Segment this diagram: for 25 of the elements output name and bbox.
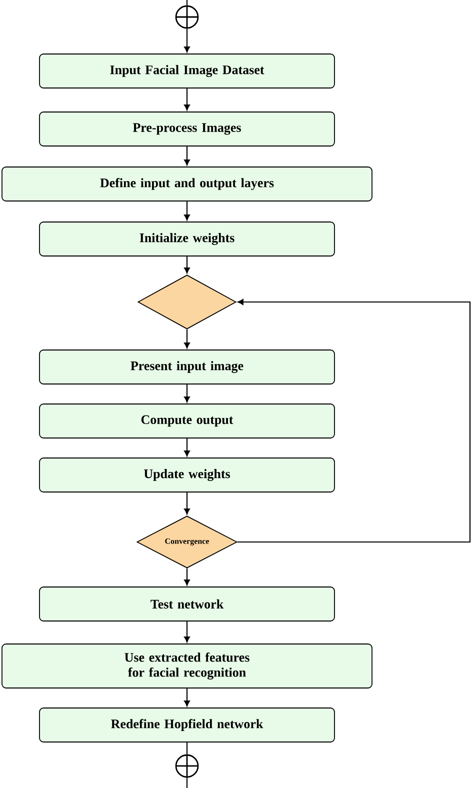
arrow [184, 256, 190, 274]
arrow [184, 201, 190, 220]
connector-circle [175, 754, 199, 778]
process-box: Use extracted features for facial recognition [2, 644, 372, 688]
arrow [184, 621, 190, 642]
arrow [184, 88, 190, 110]
connector-circle [175, 5, 199, 29]
arrow [184, 329, 190, 348]
process-box: Define input and output layers [2, 166, 372, 202]
process-box: Test network [39, 586, 335, 622]
process-box: Redefine Hopfield network [39, 708, 335, 742]
arrow [184, 568, 190, 586]
arrow [184, 146, 190, 166]
process-box: Present input image [39, 350, 335, 384]
arrow [184, 438, 190, 456]
process-box: Input Facial Image Dataset [39, 54, 335, 88]
arrow [184, 492, 190, 514]
process-box: Initialize weights [39, 222, 335, 256]
arrow [184, 688, 190, 706]
arrow [184, 384, 190, 402]
arrow [184, 28, 190, 52]
arrow [237, 299, 471, 543]
process-box: Pre-process Images [39, 112, 335, 146]
process-box: Compute output [39, 404, 335, 438]
process-box: Update weights [39, 458, 335, 492]
